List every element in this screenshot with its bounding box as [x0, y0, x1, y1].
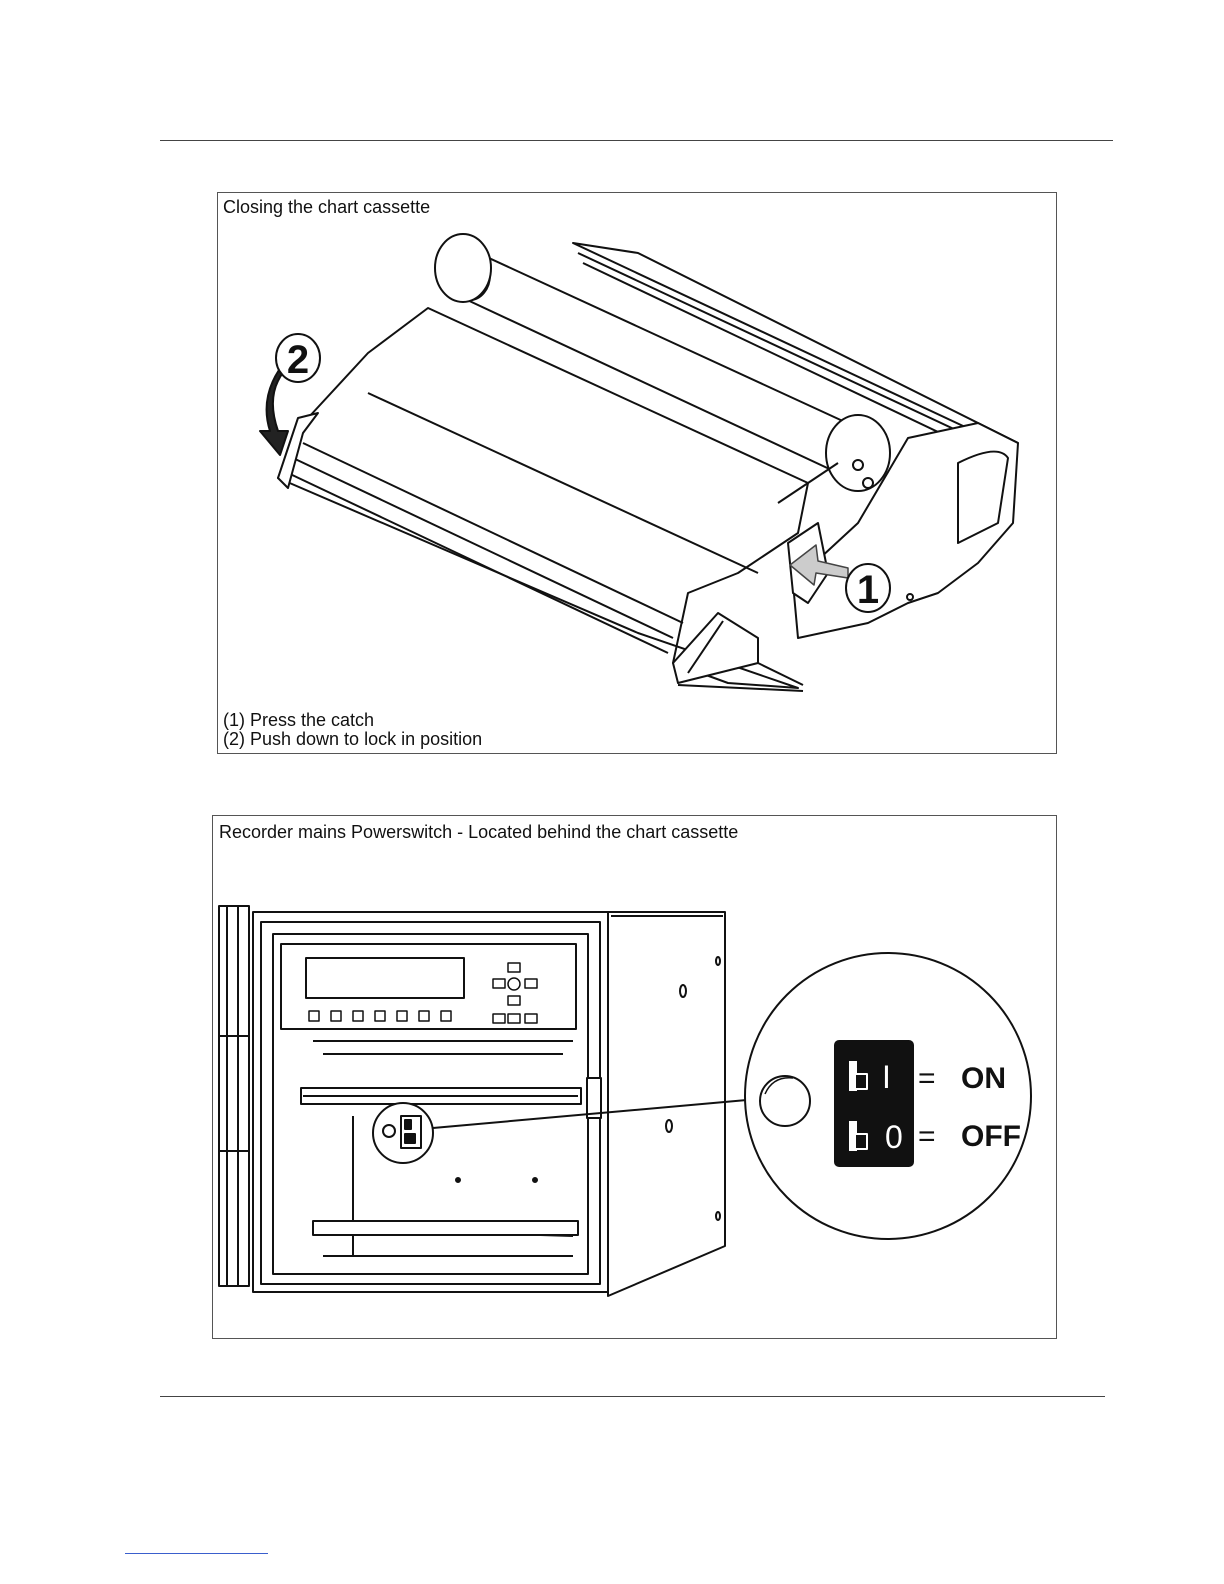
on-label: ON: [961, 1062, 1006, 1095]
footer-rule: [160, 1396, 1105, 1397]
switch-off-symbol: 0: [885, 1119, 903, 1155]
off-equals: =: [918, 1120, 936, 1153]
step-1-text: (1) Press the catch: [223, 711, 374, 730]
recorder-illustration: I 0 = = ON OFF: [213, 816, 1056, 1338]
footer-link-underline: [125, 1553, 268, 1554]
callout-1: 1: [846, 564, 890, 612]
on-equals: =: [918, 1062, 936, 1095]
callout-2-label: 2: [287, 338, 309, 382]
callout-1-label: 1: [857, 568, 879, 612]
header-rule: [160, 140, 1113, 141]
off-label: OFF: [961, 1120, 1021, 1153]
callout-2: 2: [276, 334, 320, 382]
cassette-illustration: 1 2: [218, 193, 1056, 753]
switch-on-symbol: I: [882, 1059, 891, 1095]
step-2-text: (2) Push down to lock in position: [223, 730, 482, 749]
figure-power-switch: Recorder mains Powerswitch - Located beh…: [212, 815, 1057, 1339]
figure-closing-cassette: Closing the chart cassette: [217, 192, 1057, 754]
